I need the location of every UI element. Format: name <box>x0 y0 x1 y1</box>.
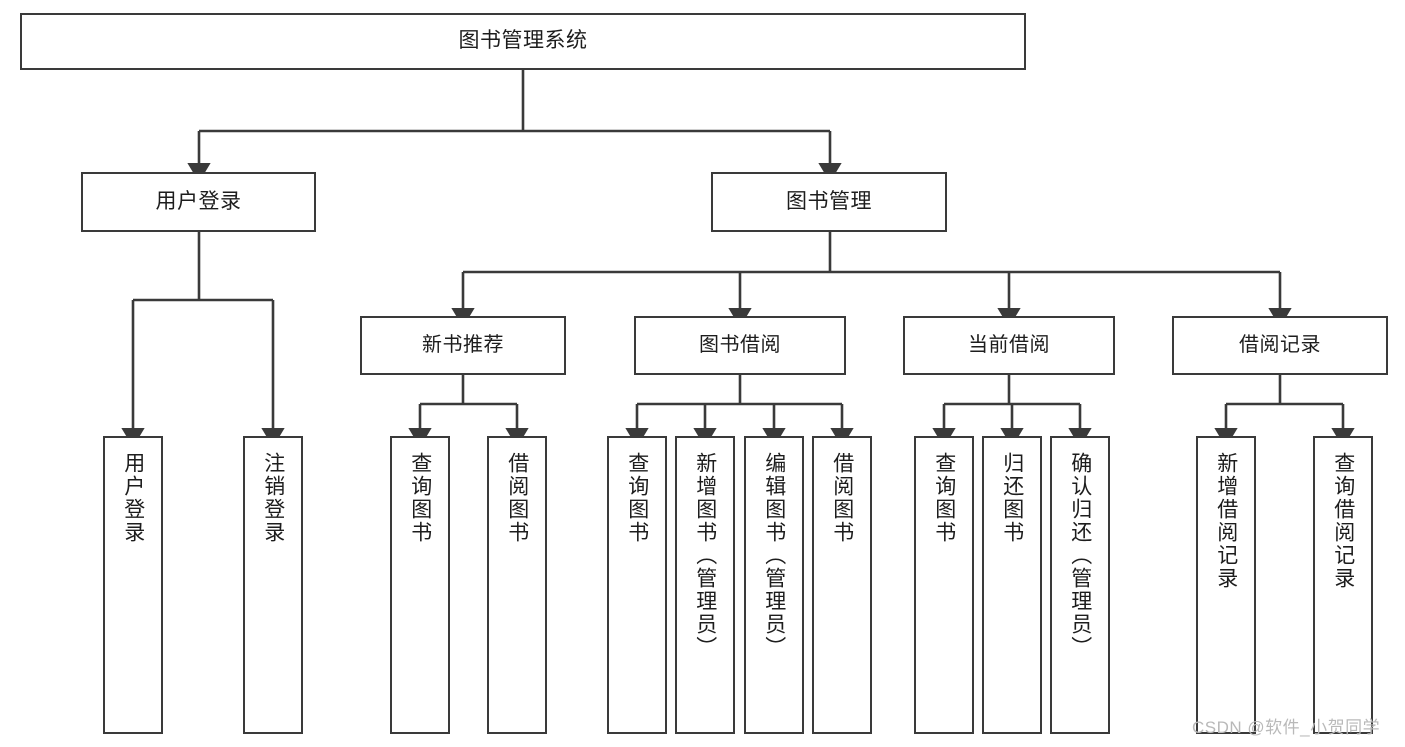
node-leaf-query-book-1[interactable]: 查询图书 <box>390 436 450 734</box>
node-leaf-borrow-book-1-label: 借阅图书 <box>505 452 529 544</box>
node-borrow-record[interactable]: 借阅记录 <box>1172 316 1388 375</box>
node-current-borrow[interactable]: 当前借阅 <box>903 316 1115 375</box>
node-leaf-query-record[interactable]: 查询借阅记录 <box>1313 436 1373 734</box>
node-leaf-borrow-book-1[interactable]: 借阅图书 <box>487 436 547 734</box>
node-leaf-query-book-2[interactable]: 查询图书 <box>607 436 667 734</box>
node-book-borrow-label: 图书借阅 <box>699 333 781 356</box>
node-leaf-add-book[interactable]: 新增图书（管理员） <box>675 436 735 734</box>
node-new-book-rec-label: 新书推荐 <box>422 333 504 356</box>
node-leaf-borrow-book-2[interactable]: 借阅图书 <box>812 436 872 734</box>
node-leaf-add-record[interactable]: 新增借阅记录 <box>1196 436 1256 734</box>
node-leaf-query-record-label: 查询借阅记录 <box>1331 452 1355 590</box>
node-root-label: 图书管理系统 <box>458 29 588 53</box>
node-leaf-logout[interactable]: 注销登录 <box>243 436 303 734</box>
node-leaf-confirm-return[interactable]: 确认归还（管理员） <box>1050 436 1110 734</box>
csdn-watermark: CSDN @软件_小贺同学 <box>1192 718 1381 737</box>
node-leaf-return-book[interactable]: 归还图书 <box>982 436 1042 734</box>
node-book-manage-label: 图书管理 <box>786 189 872 213</box>
node-leaf-add-record-label: 新增借阅记录 <box>1214 452 1238 590</box>
node-leaf-add-book-label: 新增图书（管理员） <box>693 452 717 659</box>
node-leaf-user-login[interactable]: 用户登录 <box>103 436 163 734</box>
node-user-login-label: 用户登录 <box>155 189 242 213</box>
node-leaf-borrow-book-2-label: 借阅图书 <box>830 452 854 544</box>
node-leaf-user-login-label: 用户登录 <box>121 452 145 544</box>
node-leaf-query-book-3-label: 查询图书 <box>932 452 956 544</box>
node-leaf-return-book-label: 归还图书 <box>1000 452 1024 544</box>
node-leaf-confirm-return-label: 确认归还（管理员） <box>1068 452 1092 659</box>
node-leaf-logout-label: 注销登录 <box>261 452 285 544</box>
node-leaf-edit-book[interactable]: 编辑图书（管理员） <box>744 436 804 734</box>
node-book-manage[interactable]: 图书管理 <box>711 172 947 232</box>
node-book-borrow[interactable]: 图书借阅 <box>634 316 846 375</box>
node-leaf-edit-book-label: 编辑图书（管理员） <box>762 452 786 659</box>
node-borrow-record-label: 借阅记录 <box>1239 333 1321 356</box>
node-current-borrow-label: 当前借阅 <box>968 333 1050 356</box>
node-root[interactable]: 图书管理系统 <box>20 13 1026 70</box>
node-leaf-query-book-1-label: 查询图书 <box>408 452 432 544</box>
node-new-book-rec[interactable]: 新书推荐 <box>360 316 566 375</box>
node-leaf-query-book-3[interactable]: 查询图书 <box>914 436 974 734</box>
node-user-login[interactable]: 用户登录 <box>81 172 316 232</box>
node-leaf-query-book-2-label: 查询图书 <box>625 452 649 544</box>
